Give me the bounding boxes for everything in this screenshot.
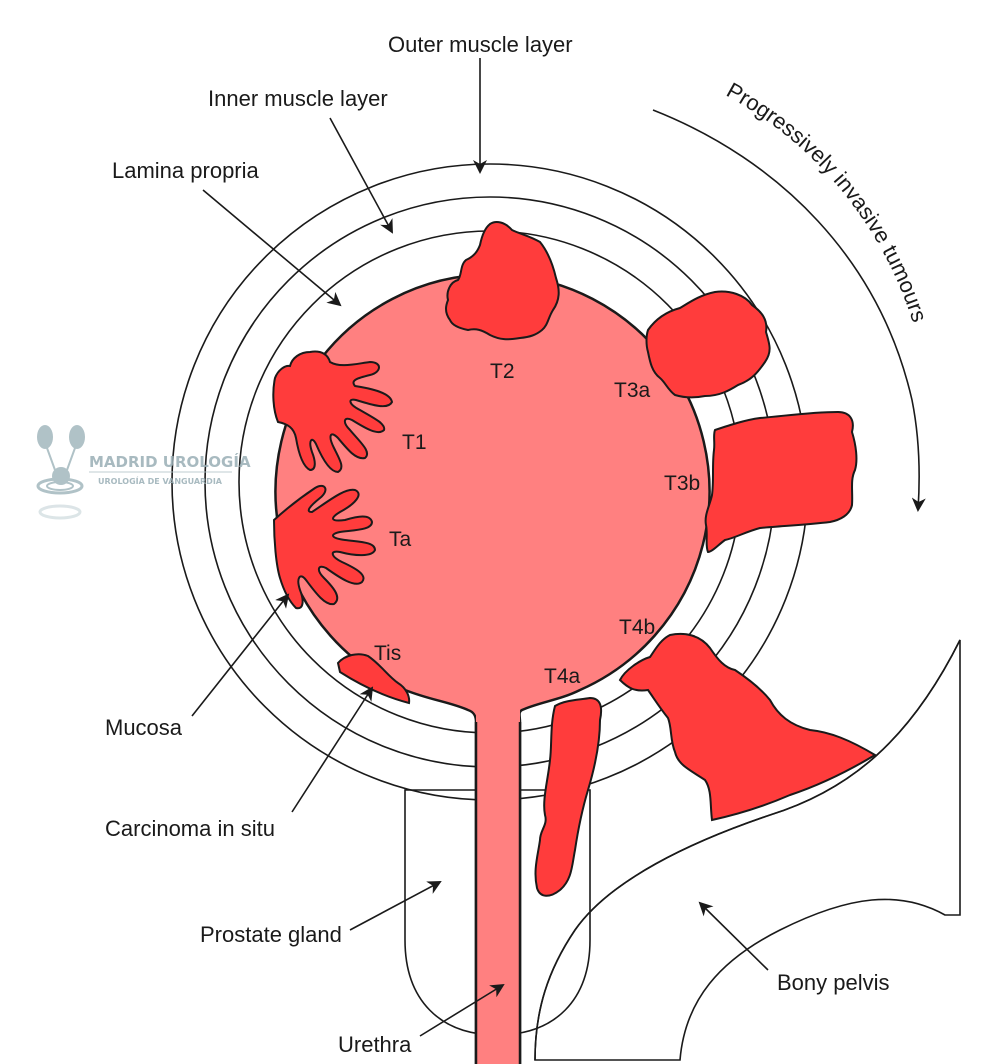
stage-ta: Ta [389,528,412,551]
label-inner-muscle-layer: Inner muscle layer [208,86,388,111]
tumour-t4b [618,632,877,822]
label-outer-muscle-layer: Outer muscle layer [388,32,573,57]
tumour-t3a [645,290,771,399]
inner-muscle-arrow [329,117,393,234]
stage-t3b: T3b [664,472,700,495]
label-bony-pelvis: Bony pelvis [777,970,890,995]
tumour-t2 [445,221,560,341]
tumour-t4a [534,696,603,897]
leader-arrows [191,58,769,1037]
mucosa-arrow [191,593,290,717]
carcinoma-in-situ-arrow [291,686,374,813]
tumour-t1 [272,350,394,474]
progression-arrow [652,109,926,512]
tumour-tis [336,653,411,705]
watermark: MADRID UROLOGÍA UROLOGÍA DE VANGUARDIA [36,425,251,520]
prostate-arrow [349,881,442,931]
bony-pelvis-arrow [698,901,769,971]
tumour-t3b [704,410,858,554]
label-carcinoma-in-situ: Carcinoma in situ [105,816,275,841]
stage-t3a: T3a [614,379,651,402]
urethra-arrow [419,983,505,1037]
tumour-ta [272,484,377,610]
watermark-name: MADRID UROLOGÍA [89,452,251,471]
progression-label: Progressively invasive tumours [723,77,933,325]
labels: Outer muscle layer Inner muscle layer La… [105,32,890,1057]
stage-t2: T2 [490,360,515,383]
lamina-propria-arrow [202,189,342,307]
stage-t4a: T4a [544,665,581,688]
watermark-tagline: UROLOGÍA DE VANGUARDIA [98,475,223,486]
stage-labels: T2 T3a T3b T1 Ta Tis T4a T4b [374,360,700,688]
label-mucosa: Mucosa [105,715,183,740]
label-prostate-gland: Prostate gland [200,922,342,947]
label-lamina-propria: Lamina propria [112,158,260,183]
urethra [476,700,520,1064]
stage-t1: T1 [402,431,427,454]
stage-t4b: T4b [619,616,655,639]
stage-tis: Tis [374,642,401,665]
kidney-logo-icon [36,425,85,520]
tumours [272,221,877,897]
label-urethra: Urethra [338,1032,412,1057]
